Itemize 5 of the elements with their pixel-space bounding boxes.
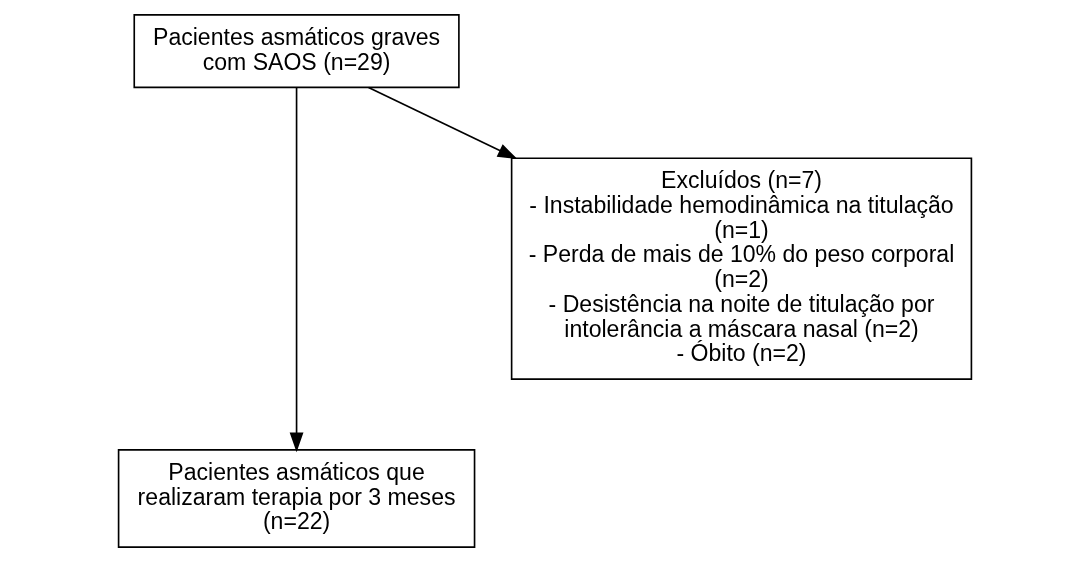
node-box: Pacientes asmáticos que realizaram terapia por 3 meses (n=22): [117, 449, 476, 548]
node-box: Pacientes asmáticos graves com SAOS (n=29): [133, 14, 460, 89]
arrow: [367, 86, 518, 160]
node-box: Excluídos (n=7) - Instabilidade hemodinâmica na titulação (n=1) - Perda de mais de 10% do peso corporal (n=2) - Desistência na noite de titulação por intolerância a máscara nasal (n=2) - Óbito (n=2): [510, 157, 973, 380]
arrow: [289, 86, 304, 453]
